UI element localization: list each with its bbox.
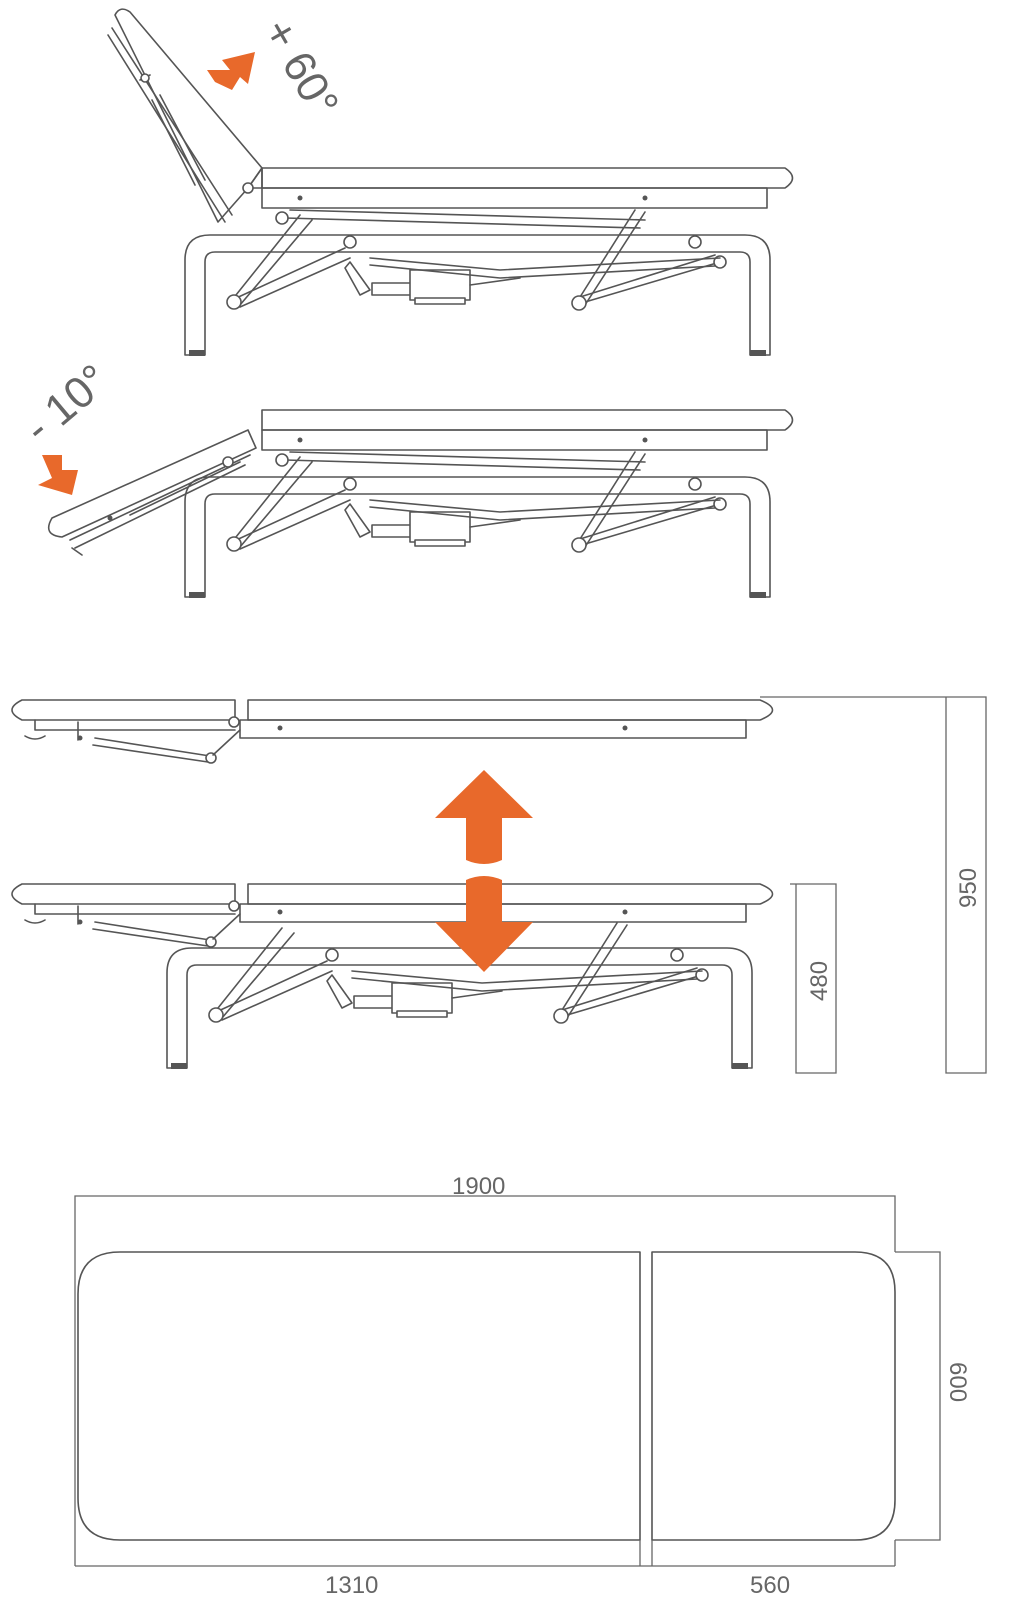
height-max-label: 950 — [955, 868, 982, 908]
width-label: 600 — [944, 1362, 971, 1402]
side-view-backrest-raised — [107, 8, 794, 357]
side-view-low-position — [11, 883, 774, 1070]
length-total-label: 1900 — [452, 1173, 505, 1200]
arrow-down-right-icon — [38, 455, 78, 495]
length-main-label: 1310 — [325, 1572, 378, 1599]
double-arrow-up-down-icon — [435, 770, 533, 972]
plan-view — [74, 1195, 941, 1567]
side-view-backrest-lowered — [47, 409, 794, 599]
length-back-label: 560 — [750, 1572, 790, 1599]
height-min-label: 480 — [806, 961, 833, 1001]
angle-down-label: - 10° — [15, 355, 118, 453]
side-view-high-position — [11, 699, 774, 764]
arrow-up-right-icon — [207, 52, 255, 90]
angle-up-label: + 60° — [253, 11, 348, 126]
